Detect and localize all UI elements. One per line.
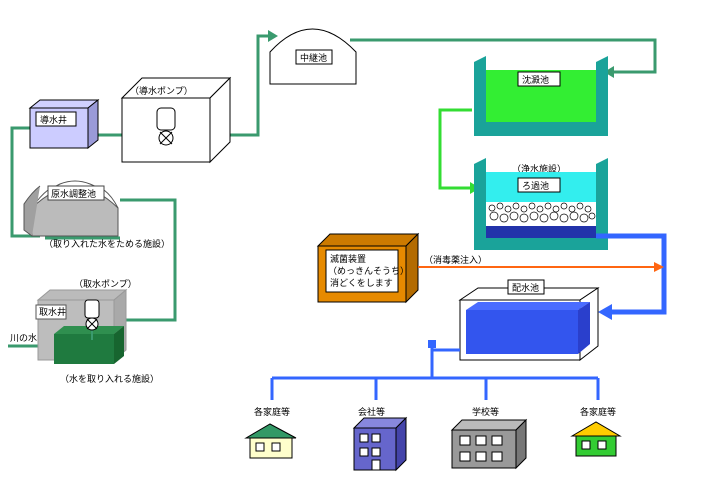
river-water-label: 川の水 bbox=[10, 332, 37, 344]
distribution-junction bbox=[428, 340, 460, 352]
school-label: 学校等 bbox=[472, 406, 499, 418]
house-icon bbox=[244, 423, 297, 459]
intake-caption: （水を取り入れる施設） bbox=[60, 373, 159, 385]
filtration-tank: （浄水施設） ろ過池 bbox=[474, 158, 608, 250]
pump-house-title: （導水ポンプ） bbox=[130, 85, 193, 97]
homes-left-label: 各家庭等 bbox=[254, 406, 290, 418]
house-icon bbox=[570, 421, 622, 457]
pump-house: （導水ポンプ） bbox=[120, 76, 232, 164]
sterilizer-line3: 消どくをします bbox=[330, 277, 393, 289]
pump-icon bbox=[156, 107, 176, 146]
distribution-pond-label: 配水池 bbox=[512, 282, 539, 294]
intake-pump-label: （取水ポンプ） bbox=[74, 278, 137, 290]
company-label: 会社等 bbox=[358, 406, 385, 418]
raw-water-caption: （取り入れた水をためる施設） bbox=[44, 238, 170, 250]
distribution-pond: 配水池 bbox=[458, 279, 600, 362]
intake-well-label: 導水井 bbox=[40, 114, 67, 126]
filtration-label: ろ過池 bbox=[522, 180, 549, 192]
raw-water-pond: 原水調整池 bbox=[23, 180, 119, 237]
disinfectant-pipe: （消毒薬注入） bbox=[418, 254, 664, 272]
pump-icon bbox=[84, 299, 100, 340]
sterilizer-line1: 滅菌装置 bbox=[330, 253, 366, 265]
intake-well-river: 取水井 bbox=[35, 288, 128, 364]
sterilizer-line2: （めっきんそうち） bbox=[328, 266, 409, 277]
raw-water-pond-label: 原水調整池 bbox=[51, 188, 96, 200]
office-building-icon bbox=[352, 416, 408, 472]
sedimentation-label: 沈澱池 bbox=[522, 74, 549, 86]
homes-right-label: 各家庭等 bbox=[580, 406, 616, 418]
clean-water-pipe bbox=[596, 233, 667, 320]
distribution-pipes bbox=[270, 348, 600, 400]
intake-well-river-label: 取水井 bbox=[39, 306, 66, 318]
relay-pond-label: 中継池 bbox=[300, 52, 327, 64]
sedimentation-tank: 沈澱池 bbox=[474, 56, 608, 136]
sterilizer-unit: 滅菌装置 （めっきんそうち） 消どくをします bbox=[316, 232, 420, 304]
relay-pond: 中継池 bbox=[269, 28, 357, 85]
disinfectant-label: （消毒薬注入） bbox=[424, 254, 487, 266]
guide-water-well: 導水井 bbox=[28, 98, 100, 150]
filter-sand-layer bbox=[488, 202, 596, 223]
school-building-icon bbox=[450, 418, 528, 470]
